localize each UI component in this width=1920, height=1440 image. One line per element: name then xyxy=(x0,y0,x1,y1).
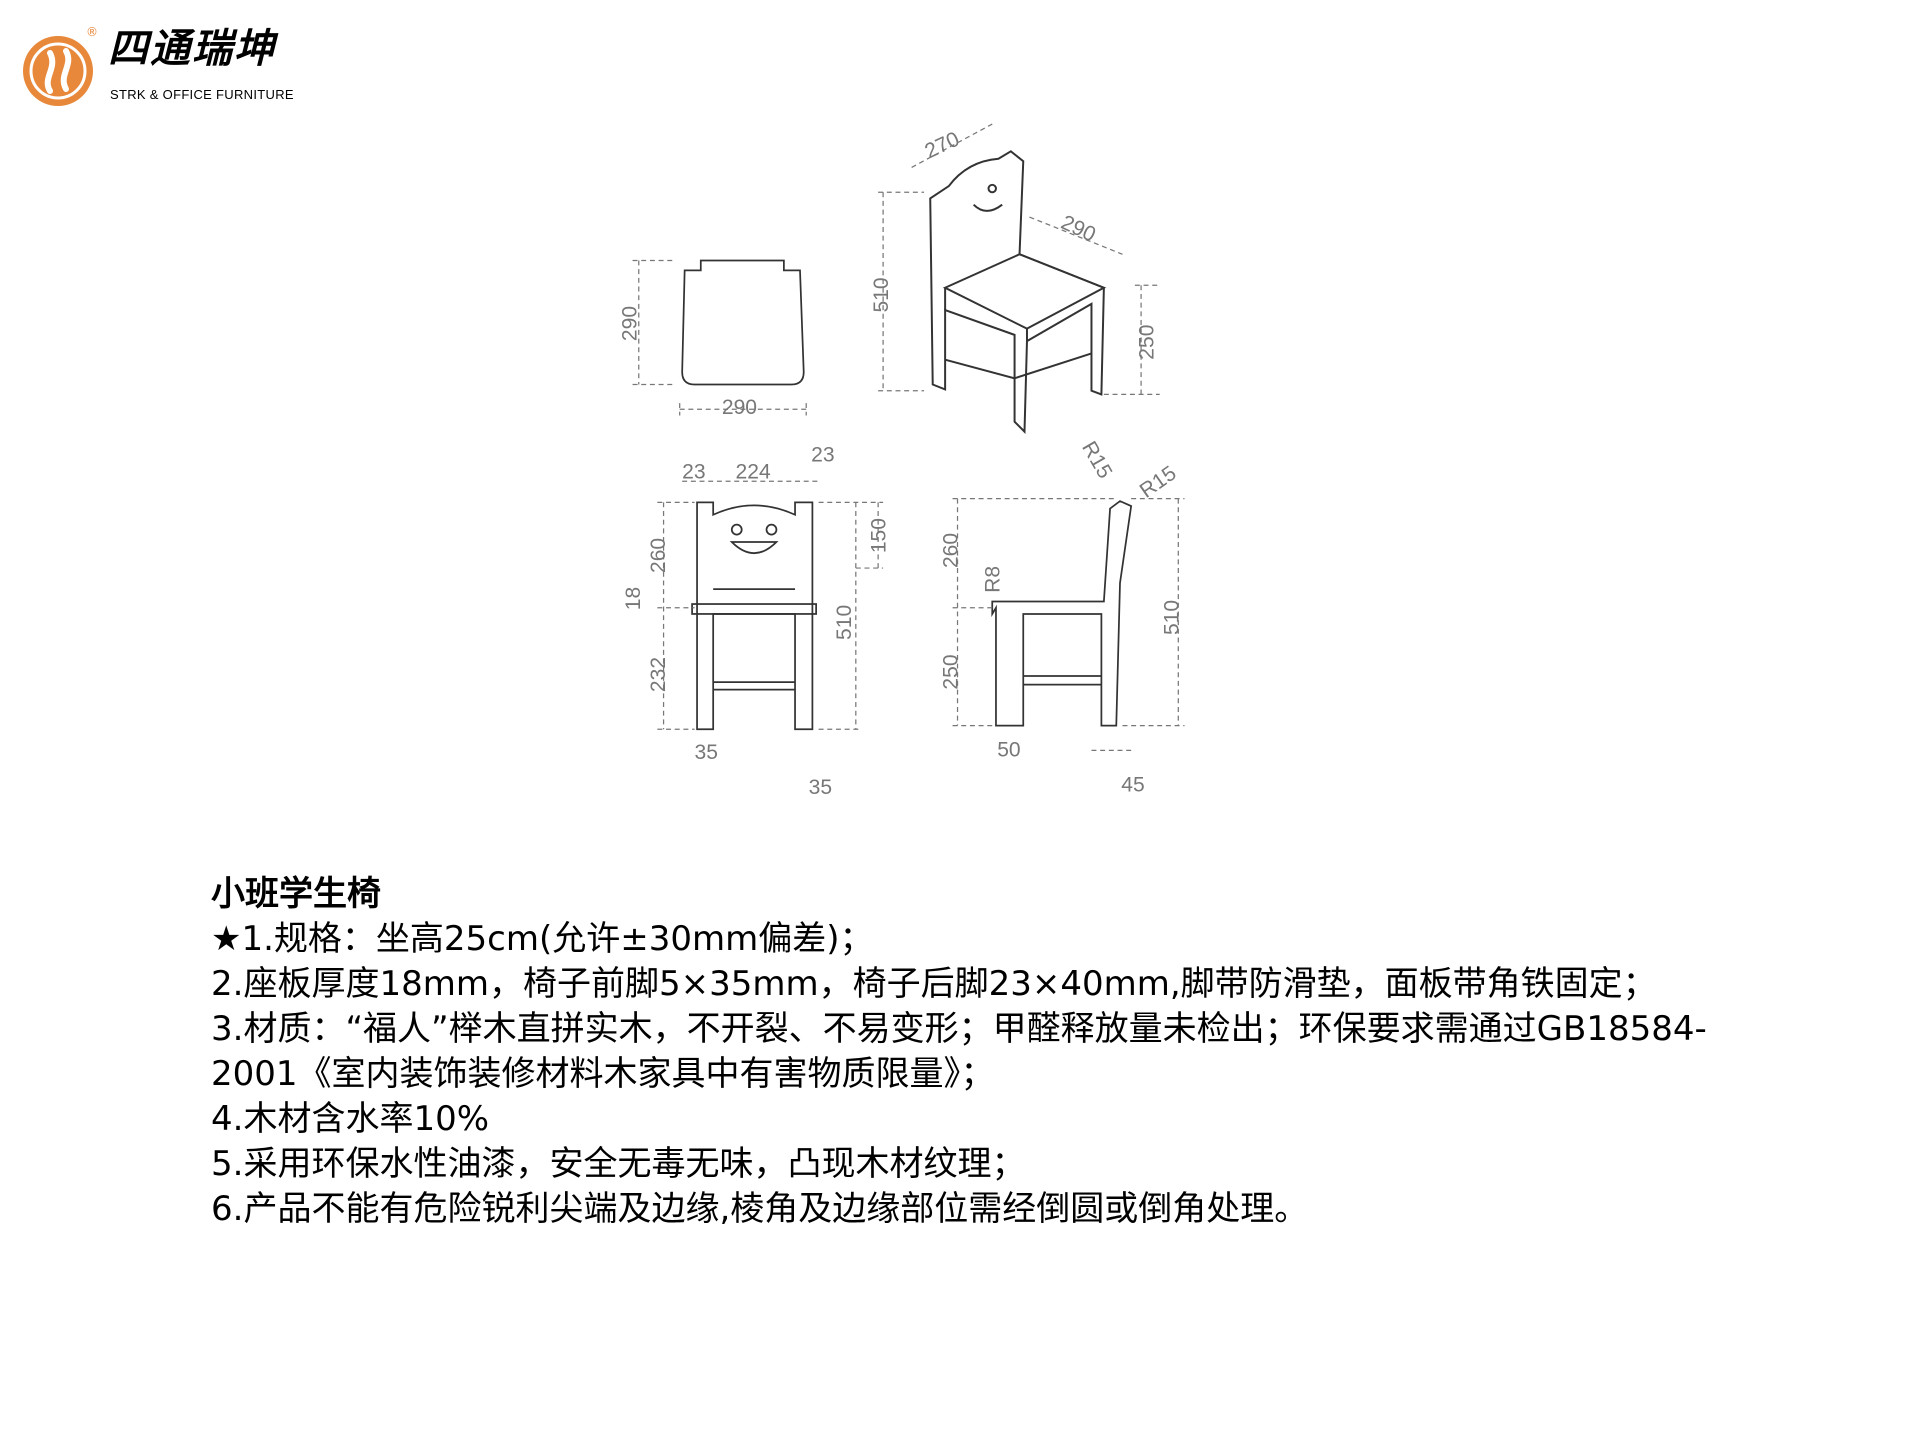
spec-line-4: 4.木材含水率10% xyxy=(211,1099,490,1139)
spec-line-3: 3.材质：“福人”榉木直拼实木，不开裂、不易变形；甲醛释放量未检出；环保要求需通… xyxy=(211,1009,1707,1094)
dim-iso-width: 270 xyxy=(921,128,963,164)
dim-top-depth: 290 xyxy=(618,306,641,341)
dim-front-top: 150 xyxy=(868,518,891,553)
brand-name: 四通瑞坤 xyxy=(108,26,276,72)
front-view xyxy=(691,501,817,731)
dim-side-back-leg: 45 xyxy=(1121,773,1144,796)
dim-side-leg: 50 xyxy=(997,739,1020,762)
dim-front-lower: 232 xyxy=(647,657,670,692)
dim-front-left: 23 xyxy=(682,461,705,484)
dim-top-width: 290 xyxy=(722,396,757,419)
dim-side-r2: R15 xyxy=(1136,462,1181,503)
side-view xyxy=(991,500,1133,727)
dim-iso-height: 510 xyxy=(870,277,893,312)
iso-view xyxy=(929,150,1107,434)
dim-side-upper: 260 xyxy=(940,533,963,568)
product-specification: 小班学生椅 ★1.规格：坐高25cm(允许±30mm偏差)； 2.座板厚度18m… xyxy=(211,872,1711,1232)
dim-side-lower: 250 xyxy=(940,654,963,689)
logo-emblem-icon xyxy=(23,36,93,106)
dim-front-right: 23 xyxy=(811,443,834,466)
dim-front-mid: 224 xyxy=(736,461,771,484)
dim-side-r8: R8 xyxy=(982,566,1005,593)
spec-line-1: ★1.规格：坐高25cm(允许±30mm偏差)； xyxy=(211,919,874,959)
dim-iso-seat-height: 250 xyxy=(1135,325,1158,360)
spec-line-2: 2.座板厚度18mm，椅子前脚5×35mm，椅子后脚23×40mm,脚带防滑垫，… xyxy=(211,964,1657,1004)
dim-front-leg-right: 35 xyxy=(809,776,832,799)
top-view xyxy=(681,259,805,386)
brand-subtitle: STRK & OFFICE FURNITURE xyxy=(110,87,294,102)
spec-line-5: 5.采用环保水性油漆，安全无毒无味，凸现木材纹理； xyxy=(211,1144,1026,1184)
spec-line-6: 6.产品不能有危险锐利尖端及边缘,棱角及边缘部位需经倒圆或倒角处理。 xyxy=(211,1189,1309,1229)
product-title: 小班学生椅 xyxy=(211,874,381,914)
registered-mark: ® xyxy=(86,25,98,39)
dim-iso-depth: 290 xyxy=(1057,211,1099,247)
dim-front-thick: 18 xyxy=(622,587,645,610)
dim-front-leg-left: 35 xyxy=(695,741,718,764)
company-logo: ® 四通瑞坤 STRK & OFFICE FURNITURE xyxy=(20,25,315,115)
dim-side-total: 510 xyxy=(1160,600,1183,635)
dim-front-back: 260 xyxy=(647,538,670,573)
dim-side-r1: R15 xyxy=(1077,438,1116,483)
dim-front-total: 510 xyxy=(833,605,856,640)
